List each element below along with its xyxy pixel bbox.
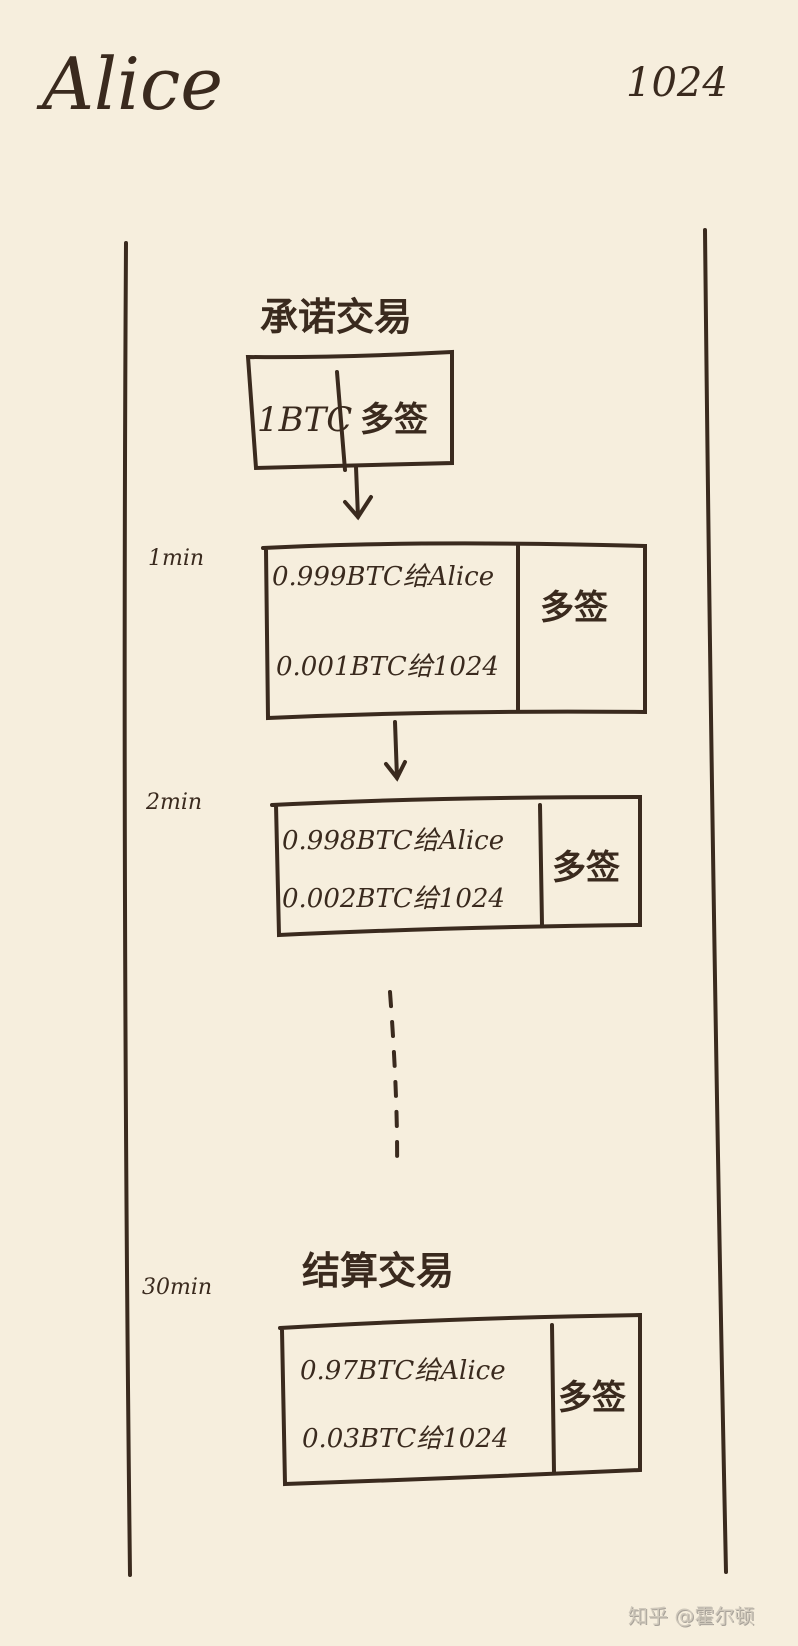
settlement-line1: 0.97BTC给Alice: [300, 1356, 506, 1386]
time-label-1: 1min: [148, 546, 205, 571]
continuation-dots: [388, 990, 400, 1172]
commitment-amount: 1BTC: [257, 400, 353, 440]
commitment-box: [245, 349, 454, 471]
settlement-title: 结算交易: [302, 1248, 455, 1293]
1024-lifeline: [703, 228, 728, 1574]
party-alice: Alice: [42, 42, 223, 126]
state1-signature: 多签: [540, 588, 608, 628]
commitment-signature: 多签: [360, 400, 428, 440]
commitment-title: 承诺交易: [260, 294, 413, 339]
watermark: 知乎 @霍尔顿: [628, 1604, 755, 1628]
state1-line2: 0.001BTC给1024: [276, 652, 499, 682]
state2-line2: 0.002BTC给1024: [282, 884, 505, 914]
state2-line1: 0.998BTC给Alice: [282, 826, 505, 856]
state-box-2: [270, 794, 642, 938]
alice-lifeline: [122, 241, 132, 1577]
state1-line1: 0.999BTC给Alice: [272, 562, 495, 592]
state-box-1: [261, 541, 647, 721]
time-label-settlement: 30min: [142, 1275, 213, 1300]
time-label-2: 2min: [146, 790, 203, 815]
arrow-down-icon: [384, 720, 407, 782]
settlement-line2: 0.03BTC给1024: [302, 1424, 509, 1454]
arrow-down-icon: [343, 465, 373, 521]
party-1024: 1024: [626, 60, 728, 106]
settlement-box: [278, 1312, 642, 1487]
state2-signature: 多签: [552, 848, 620, 888]
settlement-signature: 多签: [558, 1378, 626, 1418]
